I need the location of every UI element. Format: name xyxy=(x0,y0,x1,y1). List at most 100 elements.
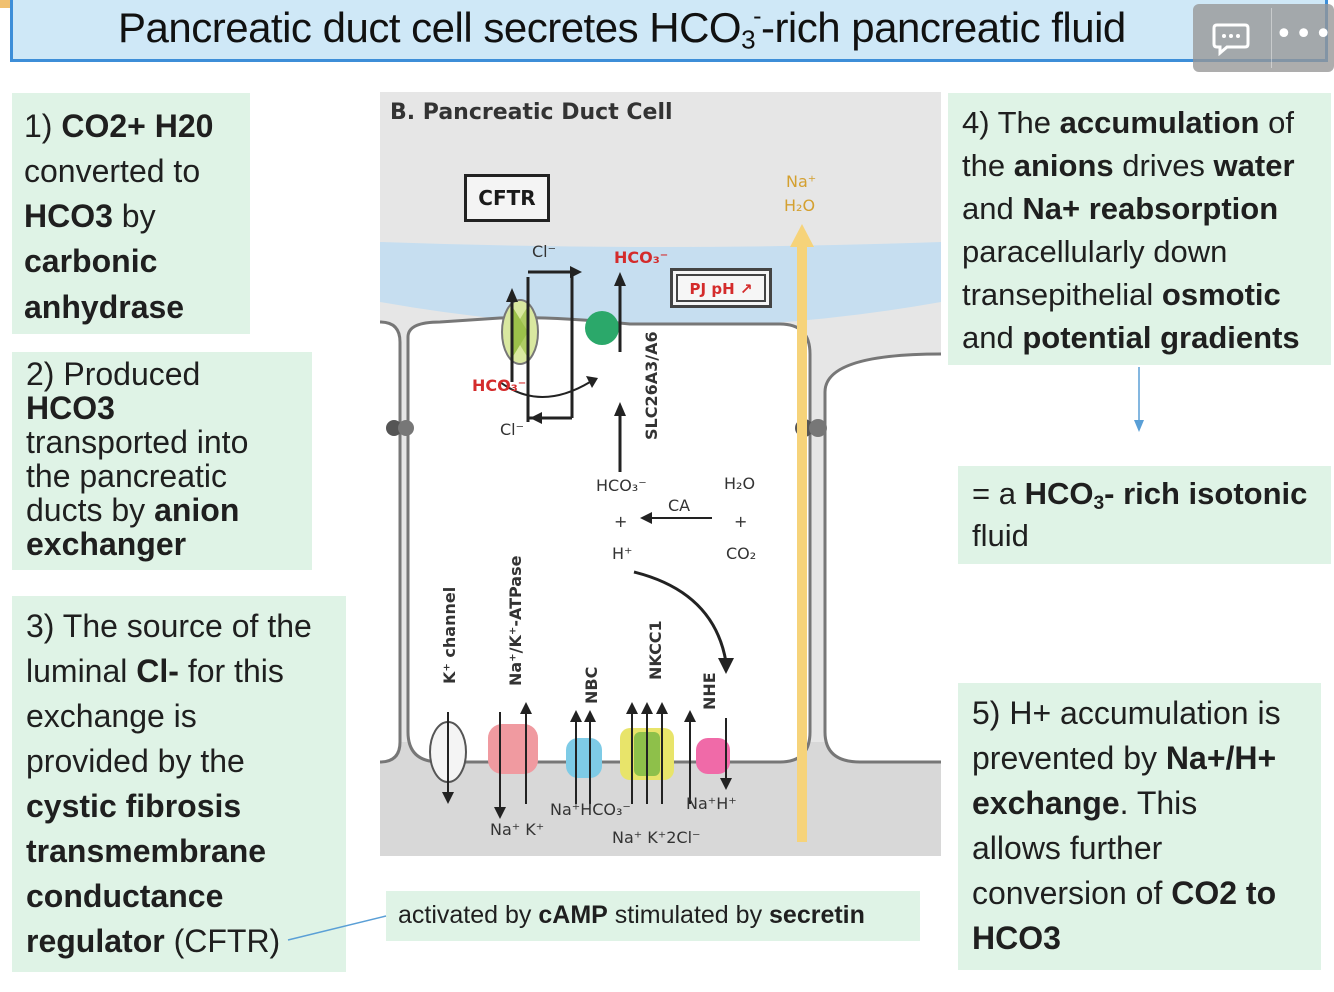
text-segment: the pancreatic xyxy=(26,458,228,494)
label-hco3-left: HCO₃⁻ xyxy=(472,376,527,395)
text-segment: activated by xyxy=(398,901,539,929)
label-nak-bottom: Na⁺ K⁺ xyxy=(490,820,545,839)
step3-box: 3) The source of the luminal Cl- for this… xyxy=(12,596,346,972)
text-segment: HCO3 xyxy=(972,920,1061,956)
step3-box-line: luminal Cl- for this xyxy=(26,653,284,690)
step2-box-line: transported into xyxy=(26,424,248,461)
text-segment: Na+/H+ xyxy=(1165,740,1277,776)
text-segment: 5) H+ accumulation is xyxy=(972,695,1281,731)
label-cl-top: Cl⁻ xyxy=(532,242,557,261)
label-nbc: NBC xyxy=(582,666,601,704)
label-slc26a3: SLC26A3/A6 xyxy=(642,331,661,440)
text-segment: cAMP xyxy=(538,901,608,929)
step2-box-line: exchanger xyxy=(26,526,186,563)
text-segment: prevented by xyxy=(972,740,1166,776)
text-segment: transmembrane xyxy=(26,833,267,869)
text-segment: cystic fibrosis xyxy=(26,788,242,824)
text-segment: of xyxy=(1259,105,1294,140)
text-segment: paracellularly down xyxy=(962,234,1228,269)
label-nhe: NHE xyxy=(700,672,719,710)
text-segment: exchanger xyxy=(26,526,187,562)
step2-box-line: HCO3 xyxy=(26,390,115,427)
label-co2: CO₂ xyxy=(726,544,757,563)
label-nak2cl-bottom: Na⁺ K⁺2Cl⁻ xyxy=(612,828,701,847)
label-h-plus: H⁺ xyxy=(612,544,633,563)
text-segment: HCO3 xyxy=(26,390,115,426)
step2-box-line: the pancreatic xyxy=(26,458,227,495)
up-arrow-icon: ↗ xyxy=(739,280,753,298)
text-segment: 3) The source of the xyxy=(26,608,312,644)
step5-box-line: HCO3 xyxy=(972,920,1061,957)
label-hco3-top: HCO₃⁻ xyxy=(614,248,669,267)
result-line-2: fluid xyxy=(972,518,1029,553)
more-icon: ••• xyxy=(1275,17,1334,52)
cftr-connector-line xyxy=(287,915,387,941)
text-segment: by xyxy=(112,198,156,234)
overlay-divider xyxy=(1271,8,1272,68)
pj-ph-box: PJ pH ↗ xyxy=(670,268,772,308)
text-segment: CO2+ H20 xyxy=(61,108,214,144)
text-segment: luminal xyxy=(26,653,137,689)
text-segment: osmotic xyxy=(1161,277,1281,312)
slc26-exchanger xyxy=(585,311,619,345)
pj-ph-label: PJ pH ↗ xyxy=(676,274,766,302)
step3-box-line: provided by the xyxy=(26,743,245,780)
text-segment: water xyxy=(1213,148,1295,183)
text-segment: ducts by xyxy=(26,492,155,528)
step3-box-line: 3) The source of the xyxy=(26,608,312,645)
text-segment: . This xyxy=(1119,785,1198,821)
text-segment: exchange xyxy=(972,785,1120,821)
step4-down-arrow-head xyxy=(1134,420,1144,432)
label-nkcc1: NKCC1 xyxy=(646,620,665,680)
text-segment: and xyxy=(962,320,1023,355)
text-segment: potential gradients xyxy=(1022,320,1300,355)
neighbor-cell-left xyxy=(380,320,402,764)
text-segment: drives xyxy=(1113,148,1214,183)
label-cl-left: Cl⁻ xyxy=(500,420,525,439)
step3-box-line: exchange is xyxy=(26,698,197,735)
step3-box-line: conductance xyxy=(26,878,223,915)
text-segment: stimulated by xyxy=(607,901,770,929)
step1-box-line: converted to xyxy=(24,153,200,190)
label-h2o-mid: H₂O xyxy=(724,474,756,493)
step4-box-line: 4) The accumulation of xyxy=(962,105,1294,141)
text-segment: 2) Produced xyxy=(26,356,201,392)
label-na-top: Na⁺ xyxy=(786,172,817,191)
step4-box-line: transepithelial osmotic xyxy=(962,277,1281,313)
text-segment: transported into xyxy=(26,424,249,460)
step3-box-line: cystic fibrosis xyxy=(26,788,241,825)
duct-cell-body xyxy=(406,316,812,764)
title-bar: Pancreatic duct cell secretes HCO3--rich… xyxy=(10,0,1328,62)
comment-button[interactable] xyxy=(1211,22,1251,57)
text-segment: (CFTR) xyxy=(164,923,281,959)
figure-title: B. Pancreatic Duct Cell xyxy=(390,100,673,125)
text-segment: CO2 to xyxy=(1171,875,1277,911)
text-segment: 1) xyxy=(24,108,62,144)
step2-box-line: ducts by anion xyxy=(26,492,239,529)
text-segment: Na+ reabsorption xyxy=(1022,191,1279,226)
text-segment: secretin xyxy=(769,901,865,929)
text-segment: conductance xyxy=(26,878,224,914)
label-k-channel: K⁺ channel xyxy=(440,586,459,684)
step5-box-line: allows further xyxy=(972,830,1162,867)
label-h2o-top: H₂O xyxy=(784,196,816,215)
paracellular-arrow xyxy=(797,242,807,842)
label-nahco3-bottom: Na⁺HCO₃⁻ xyxy=(550,800,631,819)
text-segment: exchange is xyxy=(26,698,197,734)
text-segment: 4) The xyxy=(962,105,1060,140)
na-k-atpase xyxy=(488,724,538,774)
nbc-transporter xyxy=(566,738,602,778)
step5-box: 5) H+ accumulation is prevented by Na+/H+… xyxy=(958,683,1321,970)
step1-box-line: carbonic xyxy=(24,243,157,280)
text-segment: Cl- xyxy=(136,653,179,689)
text-segment: conversion of xyxy=(972,875,1172,911)
nhe-transporter xyxy=(696,738,730,774)
text-segment: for this xyxy=(178,653,284,689)
step3-box-line: regulator (CFTR) xyxy=(26,923,280,960)
more-options-button[interactable]: ••• xyxy=(1275,18,1332,58)
text-segment: converted to xyxy=(24,153,201,189)
step5-box-line: prevented by Na+/H+ xyxy=(972,740,1276,777)
label-plus-left: + xyxy=(614,512,628,531)
